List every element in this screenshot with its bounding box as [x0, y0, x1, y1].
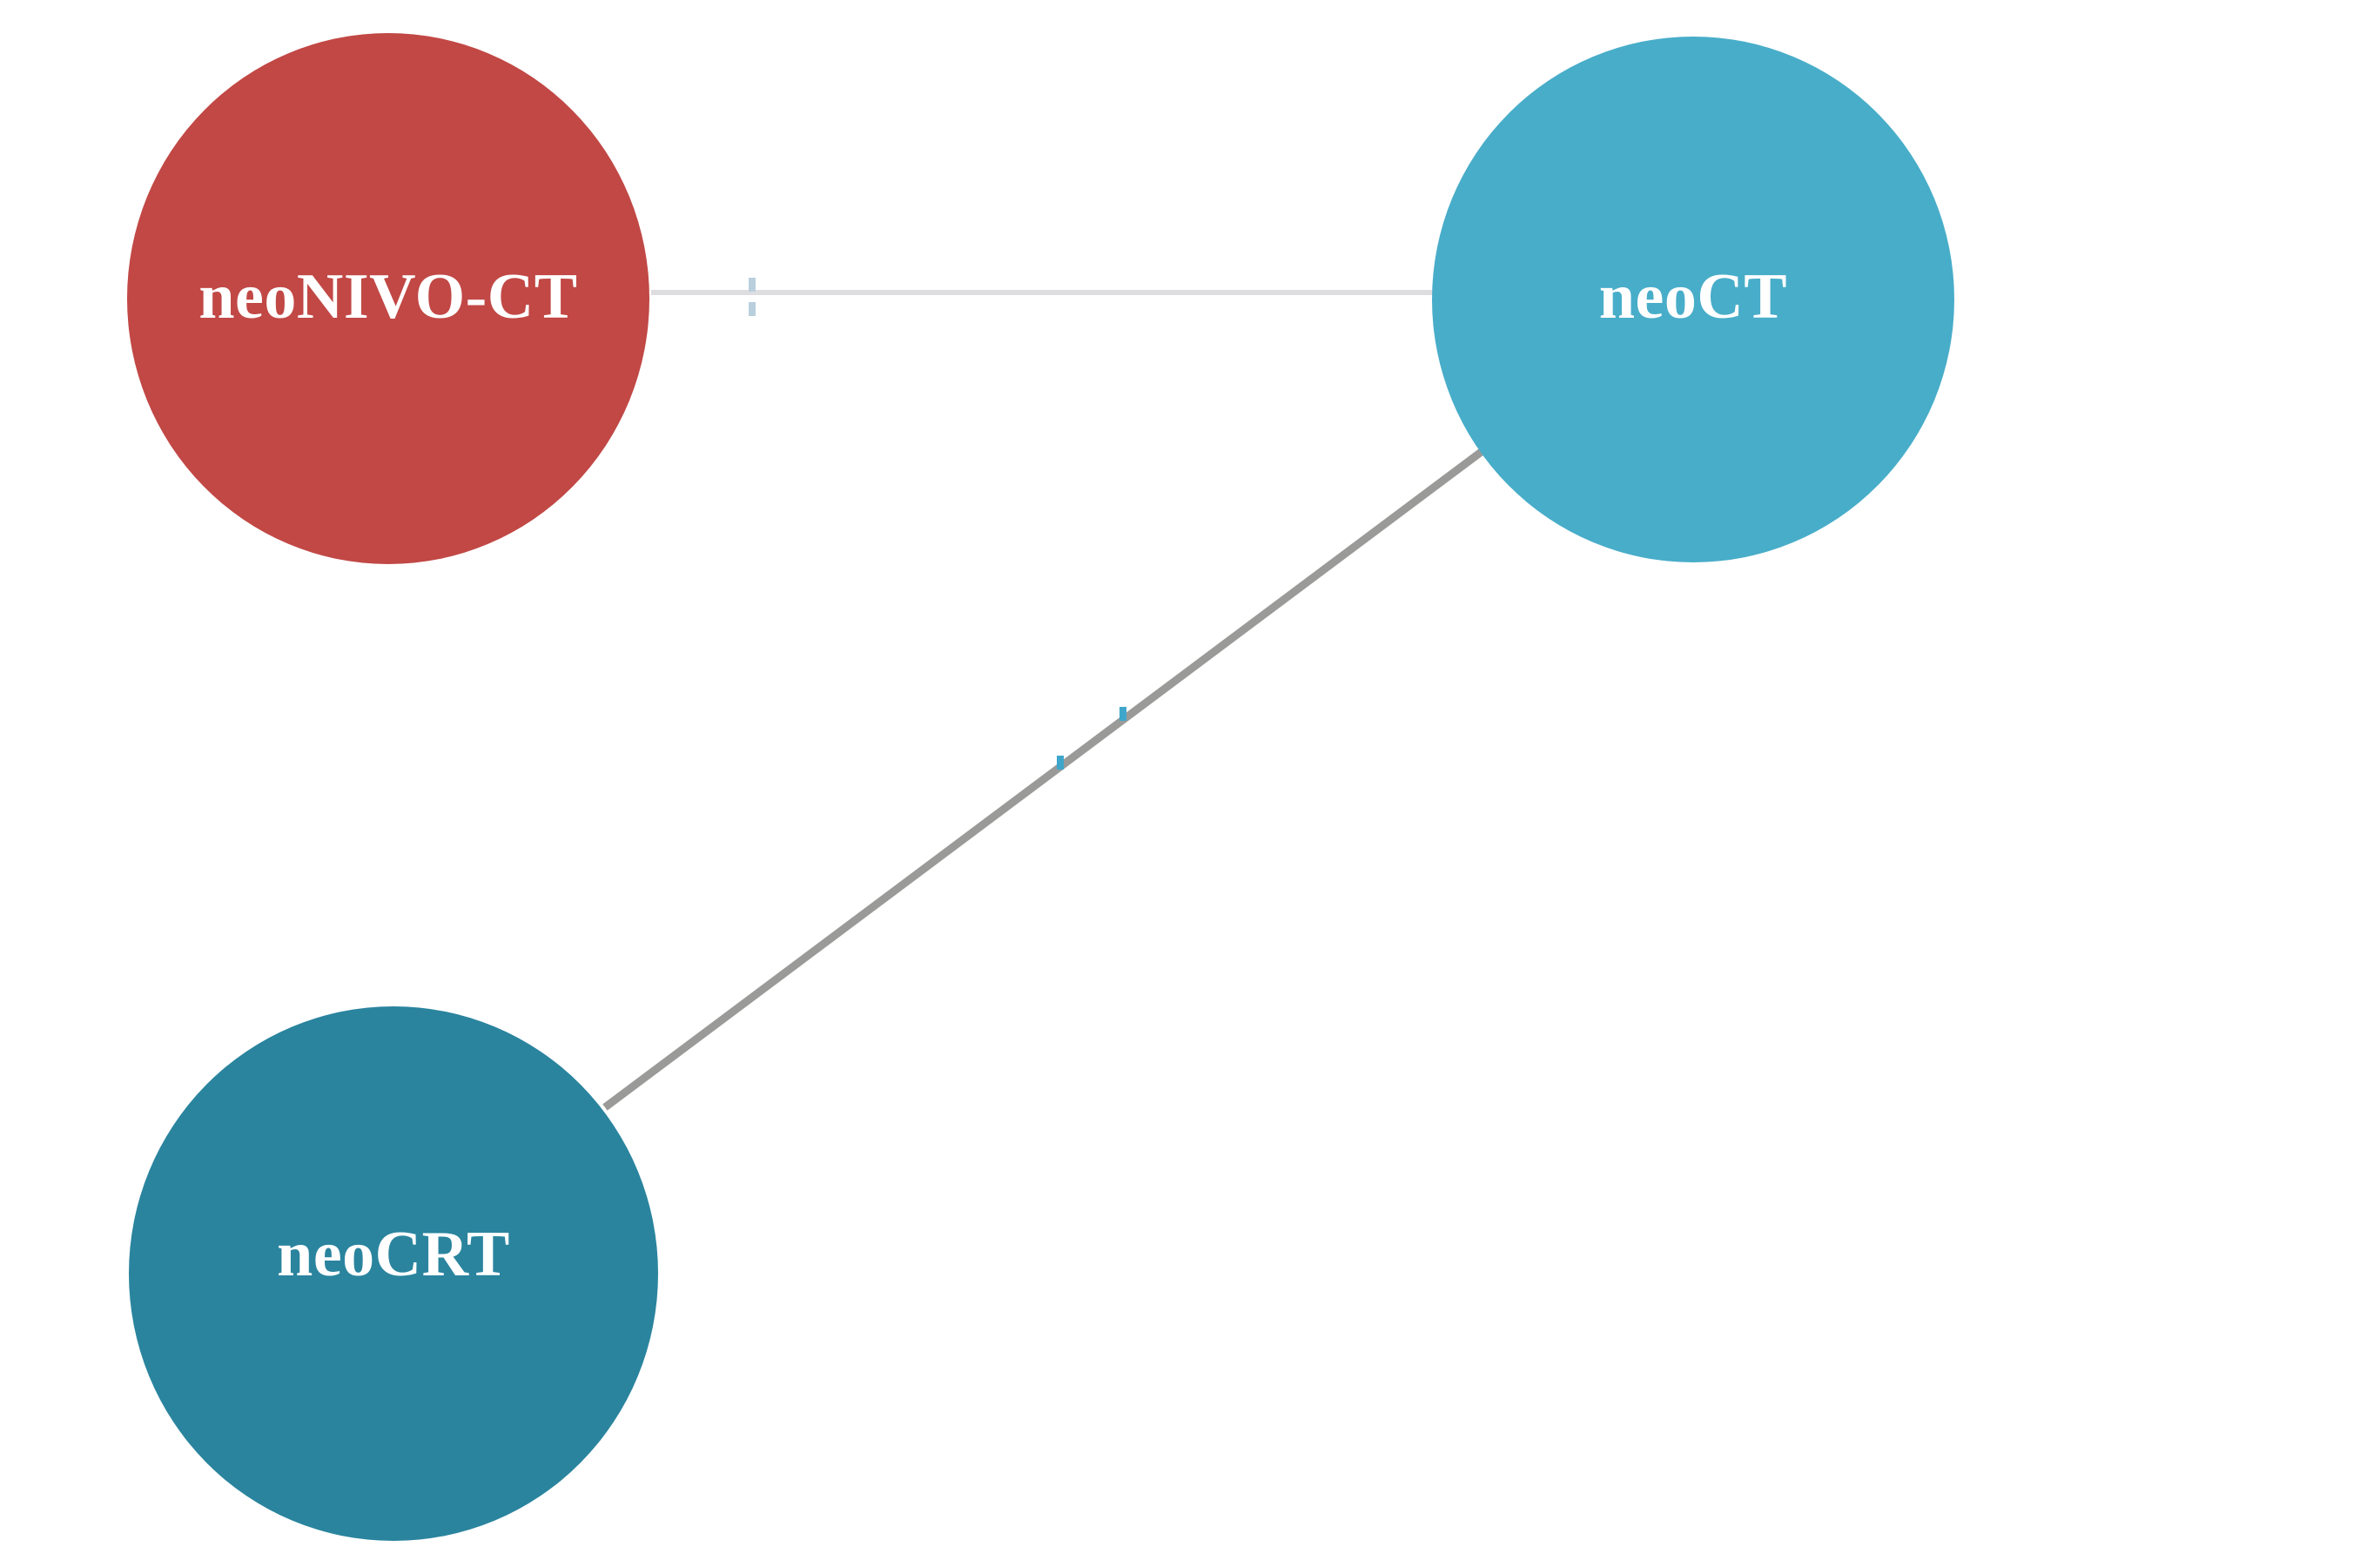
edge-marker — [1057, 756, 1064, 770]
node-neocrt[interactable]: neoCRT — [129, 1006, 658, 1541]
edge-marker-group — [749, 278, 1126, 770]
edge-marker — [749, 302, 756, 316]
edge-marker — [1119, 707, 1126, 721]
edge-marker — [749, 278, 756, 292]
edge-neoct-neocrt — [602, 447, 1485, 1111]
node-neoct[interactable]: neoCT — [1432, 37, 1954, 562]
node-label-neonivo-ct: neoNIVO-CT — [198, 260, 578, 333]
node-label-neoct: neoCT — [1598, 260, 1788, 333]
node-neonivo-ct[interactable]: neoNIVO-CT — [127, 33, 649, 564]
node-label-neocrt: neoCRT — [277, 1218, 510, 1290]
